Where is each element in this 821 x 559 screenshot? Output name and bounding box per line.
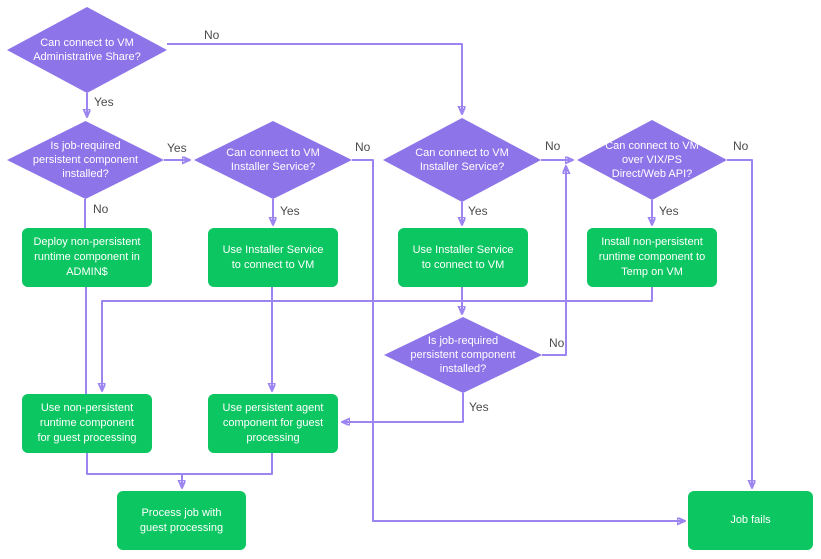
action-use-persistent-agent: Use persistent agent component for guest… [208,394,338,453]
action-use-persistent-agent-label: Use persistent agent component for guest… [222,402,324,444]
decision-installer-service-right-label: Can connect to VM Installer Service? [415,146,509,173]
action-install-temp-label: Install non-persistent runtime component… [598,236,706,278]
action-deploy-admin-share-label: Deploy non-persistent runtime component … [33,236,141,278]
action-use-installer-left-label: Use Installer Service to connect to VM [222,243,324,271]
edge-label-no-installer-right: No [545,139,561,153]
action-job-fails: Job fails [688,491,813,550]
action-deploy-admin-share: Deploy non-persistent runtime component … [22,228,152,287]
edge-label-yes-job-required-left: Yes [167,141,187,155]
edge-label-no-job-required-left: No [93,202,109,216]
edge-label-no-job-required-mid: No [549,336,565,350]
edge-label-no-admin-share: No [204,28,220,42]
edge-label-yes-job-required-mid: Yes [469,400,489,414]
action-install-temp: Install non-persistent runtime component… [587,228,717,287]
decision-installer-service-left-label: Can connect to VM Installer Service? [226,146,320,173]
action-use-nonpersistent-runtime: Use non-persistent runtime component for… [22,394,152,453]
edge-label-yes-installer-left: Yes [280,204,300,218]
decision-job-required-left-label: Is job-required persistent component ins… [32,139,139,181]
action-use-installer-left: Use Installer Service to connect to VM [208,228,338,287]
edge-label-yes-installer-right: Yes [468,204,488,218]
decision-admin-share-label: Can connect to VM Administrative Share? [33,36,141,63]
action-use-installer-right: Use Installer Service to connect to VM [398,228,528,287]
decision-job-required-middle-label: Is job-required persistent component ins… [410,334,516,376]
action-job-fails-label: Job fails [730,514,771,527]
edge-label-no-vix-ps: No [733,139,749,153]
edge-label-yes-vix-ps: Yes [659,204,679,218]
action-use-nonpersistent-runtime-label: Use non-persistent runtime component for… [37,402,137,444]
action-process-job-label: Process job with guest processing [139,506,224,534]
edge-label-no-installer-left: No [355,140,371,154]
action-process-job: Process job with guest processing [117,491,246,550]
edge-label-yes-admin-share: Yes [94,95,114,109]
decision-vix-ps-api-label: Can connect to VM over VIX/PS Direct/Web… [605,139,699,181]
action-use-installer-right-label: Use Installer Service to connect to VM [412,243,514,271]
